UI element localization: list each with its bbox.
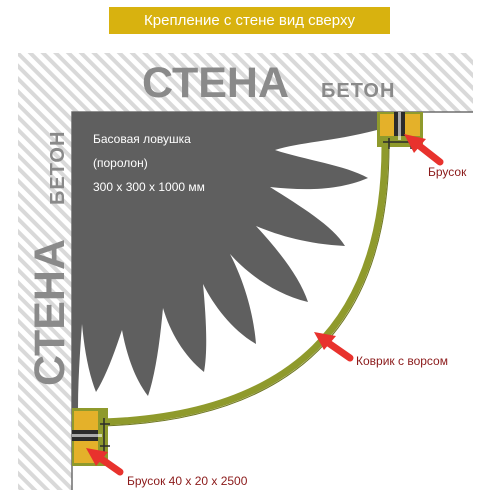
carpet-arc — [103, 145, 389, 426]
trap-material: (поролон) — [93, 156, 148, 170]
arrow-bar-bottom — [86, 448, 124, 476]
wall-hatching — [18, 53, 473, 490]
wall-top-label: СТЕНА — [142, 59, 289, 107]
wall-left-label: СТЕНА — [26, 239, 74, 386]
trap-size: 300 х 300 х 1000 мм — [93, 180, 205, 194]
label-carpet: Коврик с ворсом — [356, 354, 448, 368]
arrow-bar-top — [404, 134, 444, 166]
bass-trap-foam — [72, 112, 377, 408]
arrow-carpet — [314, 332, 354, 362]
wall-left-material: БЕТОН — [47, 131, 69, 205]
label-bar: Брусок — [428, 165, 467, 179]
wall-top-material: БЕТОН — [321, 80, 395, 102]
title-banner: Крепление с стене вид сверху — [109, 7, 390, 34]
carpet-arc-edge — [103, 145, 390, 427]
trap-name: Басовая ловушка — [93, 132, 191, 146]
label-bar-size: Брусок 40 х 20 х 2500 — [127, 474, 248, 488]
